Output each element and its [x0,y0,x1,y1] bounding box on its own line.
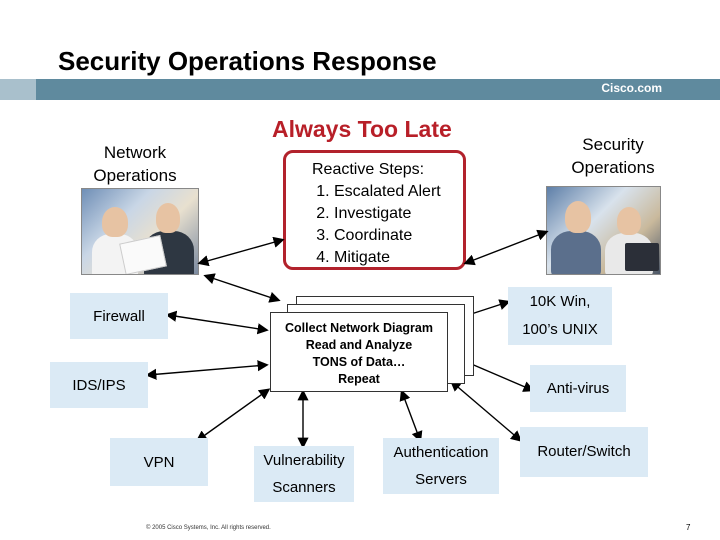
arrow-netops-steps [200,240,282,263]
arrow-router [452,382,520,440]
firewall-label: Firewall [93,308,145,325]
arrow-ids [148,365,266,375]
router-switch-box: Router/Switch [520,427,648,477]
vpn-box: VPN [110,438,208,486]
arrow-netops-process [206,276,278,300]
page-number: 7 [686,523,690,532]
firewall-box: Firewall [70,293,168,339]
authentication-label: Authentication [393,439,488,466]
win-unix-box: 10K Win, 100’s UNIX [508,287,612,345]
arrow-steps-secops [466,232,546,263]
arrow-auth [402,392,420,440]
process-line-3: TONS of Data… [271,354,447,371]
win-label: 10K Win, [530,288,591,316]
antivirus-label: Anti-virus [547,380,610,397]
arrow-firewall [168,315,266,330]
servers-label: Servers [415,466,467,493]
vulnerability-scanners-box: Vulnerability Scanners [254,446,354,502]
process-line-1: Collect Network Diagram [271,320,447,337]
vulnerability-label: Vulnerability [263,447,344,474]
process-card: Collect Network Diagram Read and Analyze… [270,312,448,392]
vpn-label: VPN [144,454,175,471]
ids-ips-label: IDS/IPS [72,377,125,394]
ids-ips-box: IDS/IPS [50,362,148,408]
copyright-footer: © 2005 Cisco Systems, Inc. All rights re… [146,525,271,531]
process-line-4: Repeat [271,371,447,388]
router-switch-label: Router/Switch [537,443,630,460]
scanners-label: Scanners [272,474,335,501]
authentication-servers-box: Authentication Servers [383,438,499,494]
antivirus-box: Anti-virus [530,365,626,412]
process-line-2: Read and Analyze [271,337,447,354]
unix-label: 100’s UNIX [522,316,598,344]
arrow-vpn [198,390,268,440]
